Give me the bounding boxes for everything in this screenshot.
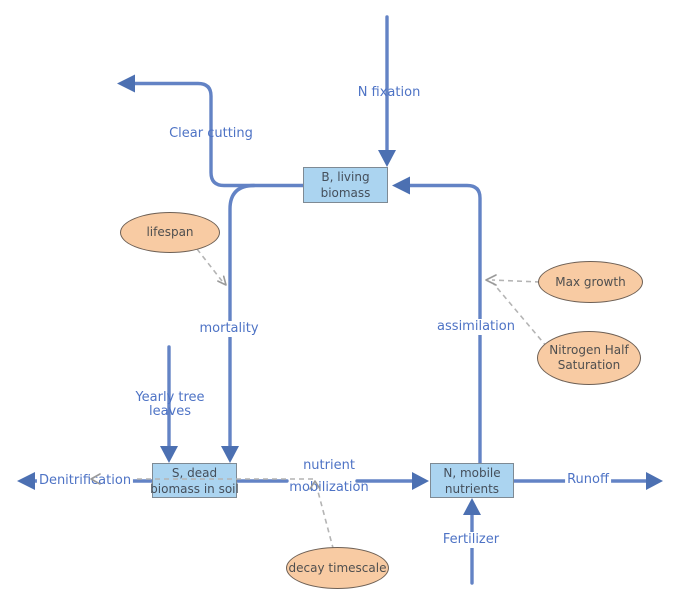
converter-max-growth-label: Max growth — [555, 274, 626, 289]
flow-label-n-fixation: N fixation — [357, 85, 421, 100]
stock-dead-biomass-label: S, dead biomass in soil — [150, 465, 239, 496]
clear-cutting-line — [133, 81, 305, 188]
converter-lifespan-label: lifespan — [146, 225, 194, 239]
yearly-tree-leaves-arrowhead — [160, 446, 178, 463]
stock-mobile-nutrients-label: N, mobile nutrients — [443, 465, 501, 496]
lifespan-influence-arrowhead — [217, 275, 227, 286]
stock-living-biomass-label: B, living biomass — [320, 170, 371, 200]
flow-fertilizer[interactable] — [463, 498, 481, 585]
flow-assimilation[interactable] — [392, 176, 482, 465]
flow-label-nutrient-mobilization: nutrient mobilization — [289, 458, 369, 495]
runoff-arrowhead — [646, 472, 663, 490]
converter-decay-timescale-label: decay timescale — [288, 560, 387, 575]
flow-label-denitrification: Denitrification — [36, 473, 134, 489]
converter-decay-timescale[interactable]: decay timescale — [286, 547, 389, 589]
flow-mortality[interactable] — [221, 183, 256, 464]
nutrient-mobilization-arrowhead — [412, 472, 429, 490]
denitrification-arrowhead — [17, 472, 35, 490]
flow-clear-cutting[interactable] — [117, 74, 305, 188]
flow-nutrient-mobilization[interactable] — [235, 472, 429, 490]
flow-label-yearly-tree-leaves: Yearly tree leaves — [135, 390, 205, 419]
stock-mobile-nutrients[interactable]: N, mobile nutrients — [430, 463, 514, 498]
assimilation-influence-arrowhead — [485, 274, 497, 286]
decay-left-influence-arrowhead — [90, 473, 101, 485]
converter-nitrogen-half-saturation[interactable]: Nitrogen Half Saturation — [537, 331, 641, 385]
converter-nitrogen-half-saturation-label: Nitrogen Half Saturation — [549, 343, 629, 372]
fertilizer-arrowhead — [463, 498, 481, 515]
lifespan-influence-line — [196, 248, 223, 282]
stock-living-biomass[interactable]: B, living biomass — [303, 167, 388, 203]
mortality-line — [228, 183, 256, 449]
converter-max-growth[interactable]: Max growth — [538, 261, 643, 303]
flow-n-fixation[interactable] — [378, 15, 396, 167]
decay-timescale-influence-line-up — [315, 483, 334, 549]
flow-label-assimilation: assimilation — [435, 319, 517, 335]
flow-label-runoff: Runoff — [565, 472, 611, 488]
flow-label-mortality: mortality — [197, 321, 261, 337]
flow-label-clear-cutting: Clear cutting — [169, 126, 253, 141]
assimilation-arrowhead — [392, 176, 410, 195]
converter-lifespan[interactable]: lifespan — [120, 212, 220, 253]
decay-up-influence-arrowhead — [309, 480, 321, 490]
clear-cutting-arrowhead — [117, 74, 135, 93]
n-fixation-arrowhead — [378, 150, 396, 167]
stock-dead-biomass-in-soil[interactable]: S, dead biomass in soil — [150, 463, 239, 498]
nitrogen-half-saturation-influence-line — [492, 282, 548, 348]
mortality-arrowhead — [221, 446, 239, 463]
assimilation-line — [407, 183, 482, 465]
flow-label-fertilizer: Fertilizer — [440, 532, 502, 548]
flow-yearly-tree-leaves[interactable] — [160, 345, 178, 463]
max-growth-influence-line — [491, 279, 541, 283]
